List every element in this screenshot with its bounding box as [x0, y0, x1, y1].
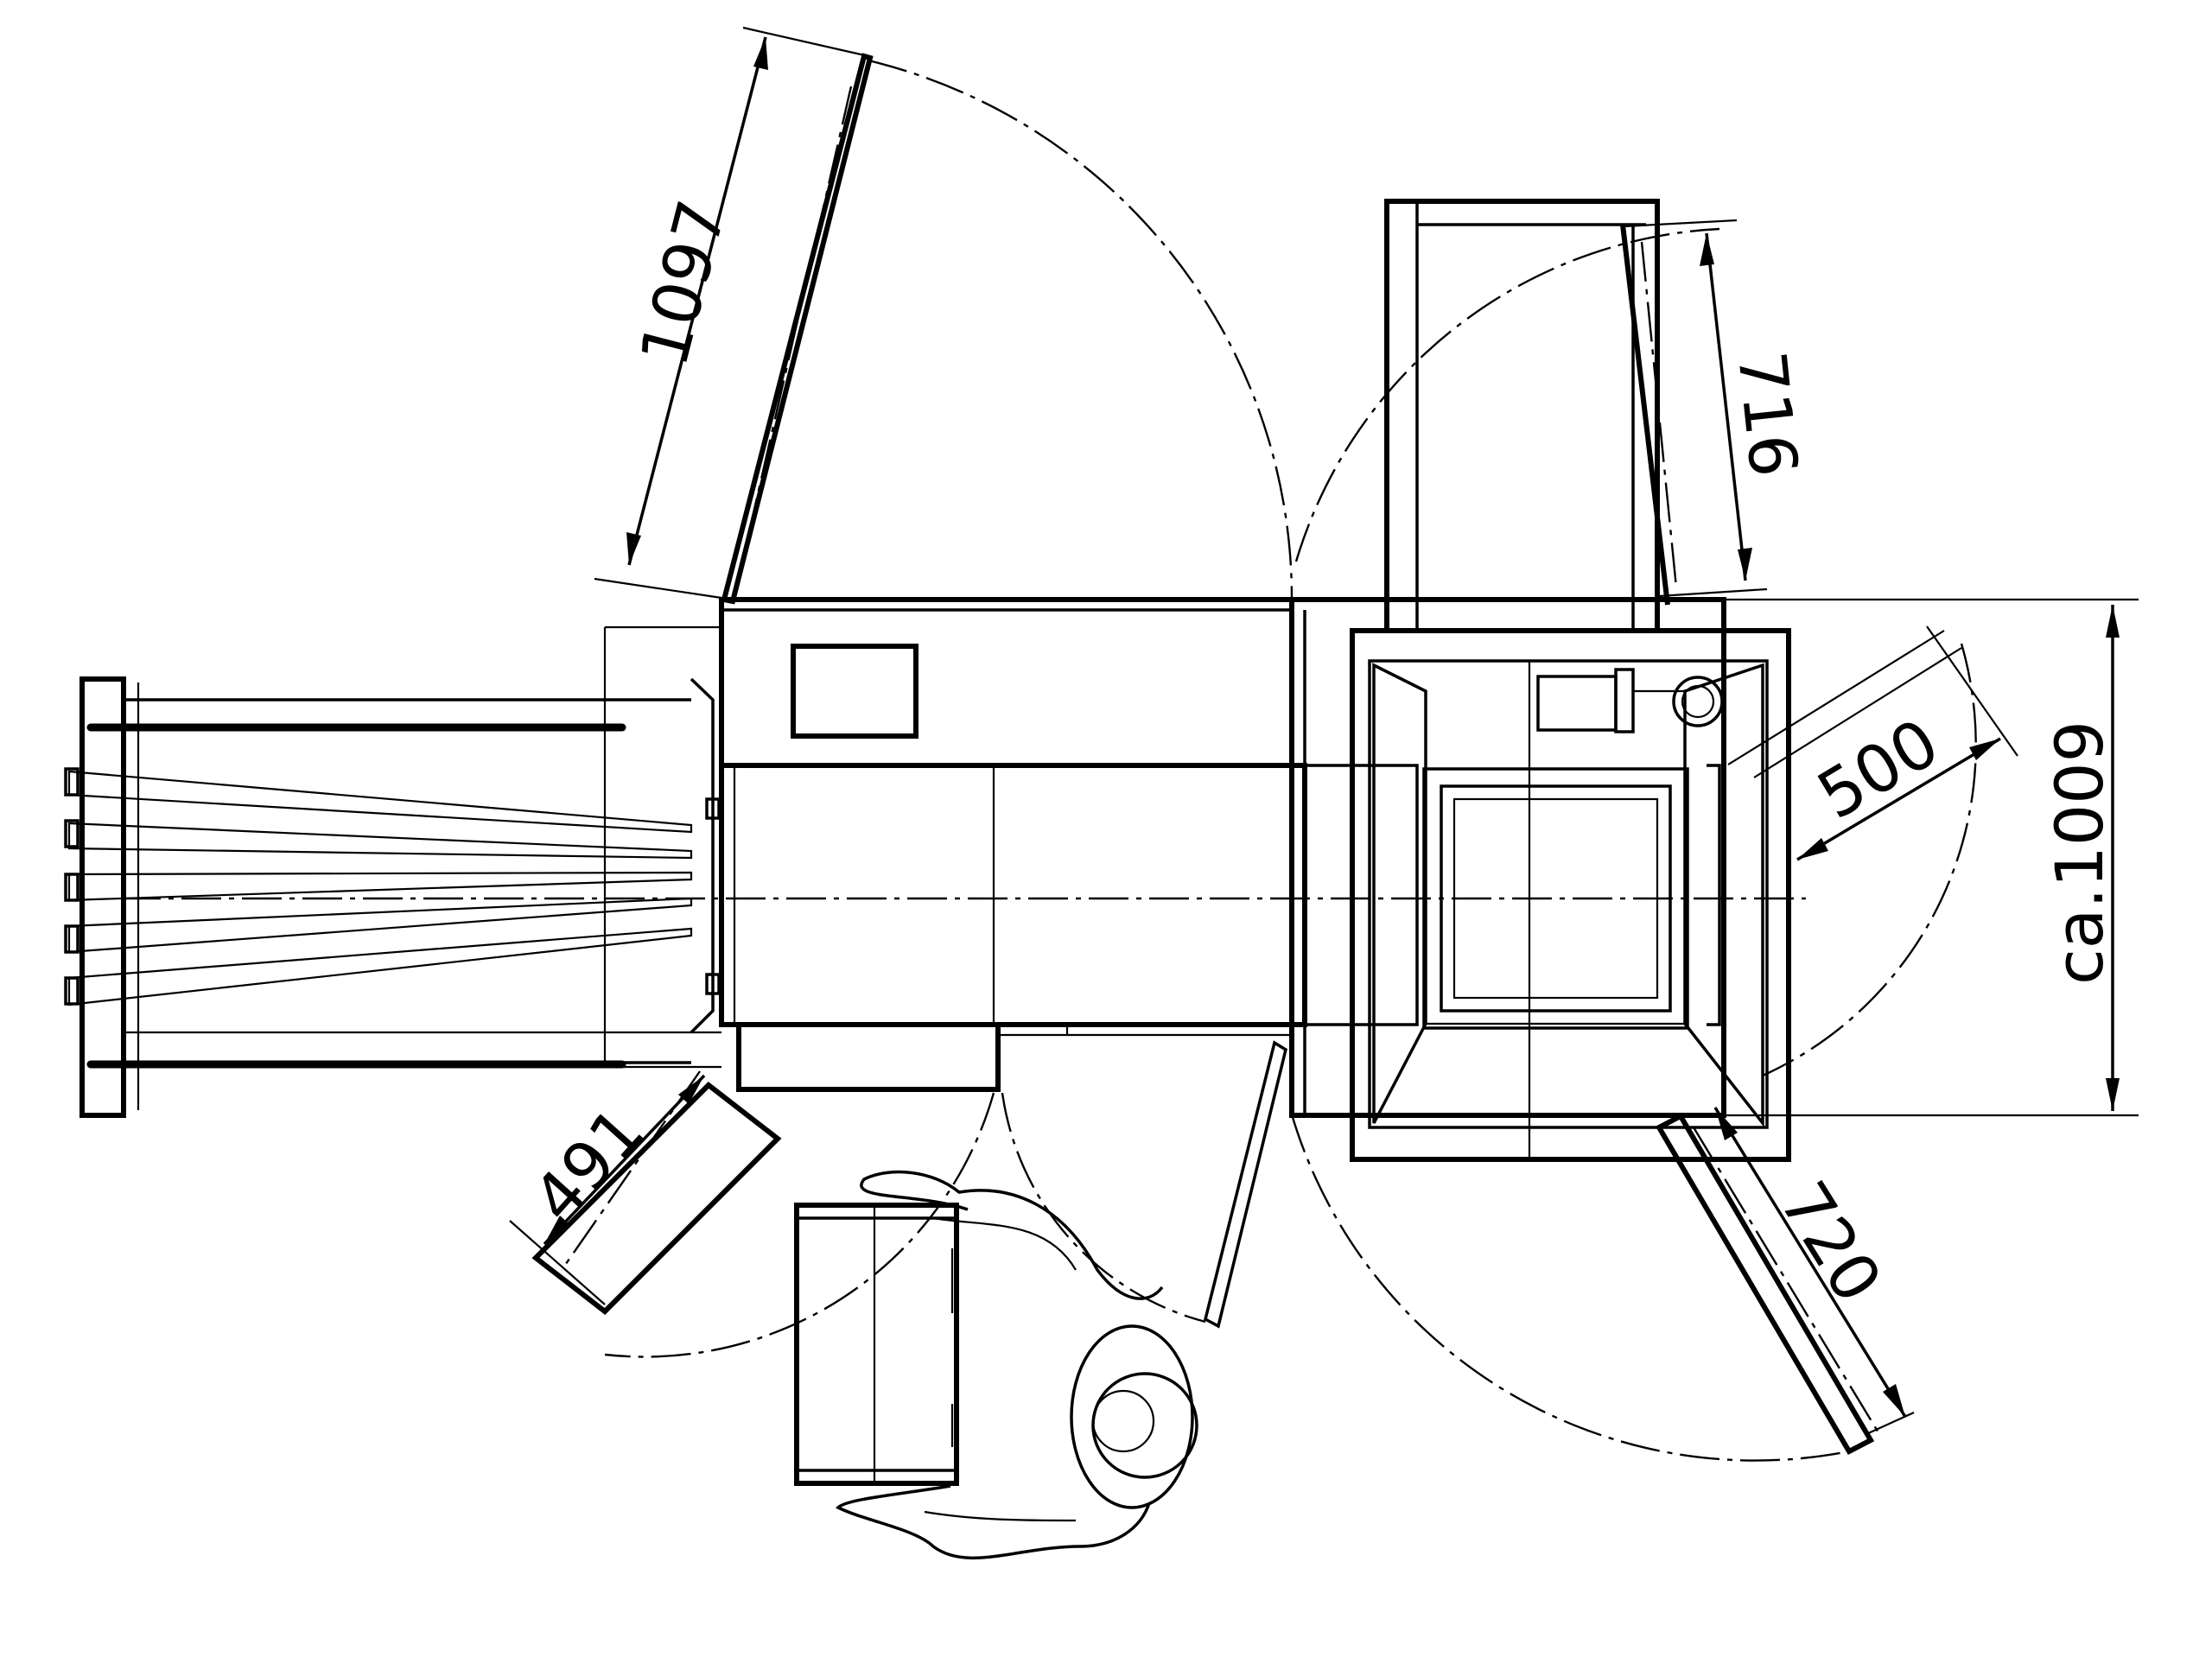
bale-output-rails: [79, 625, 721, 1118]
door-swings: [531, 53, 1977, 1462]
operator-figure: [794, 1170, 1198, 1560]
bale-strips: [64, 767, 1806, 1006]
dimension-716: 716: [1624, 219, 1813, 598]
dimension-label-491: 491: [518, 1093, 658, 1237]
hopper-unit: [1289, 597, 1791, 1162]
dimension-1009: ca.1009: [1724, 598, 2139, 1117]
dimension-491: 491: [509, 1074, 706, 1305]
dimension-label-1009: ca.1009: [2041, 721, 2118, 985]
upper-feed-tray: [1384, 199, 1660, 633]
dimension-label-716: 716: [1723, 348, 1813, 481]
baler-body: [705, 597, 1307, 1092]
dimension-1097: 1097: [594, 26, 869, 600]
dimension-label-500: 500: [1804, 703, 1951, 834]
dimension-500: 500: [1796, 625, 2018, 861]
motor-housing: [1536, 675, 1618, 732]
control-panel: [791, 644, 918, 739]
dimension-label-1097: 1097: [625, 193, 741, 373]
waste-bin: [794, 1203, 959, 1486]
